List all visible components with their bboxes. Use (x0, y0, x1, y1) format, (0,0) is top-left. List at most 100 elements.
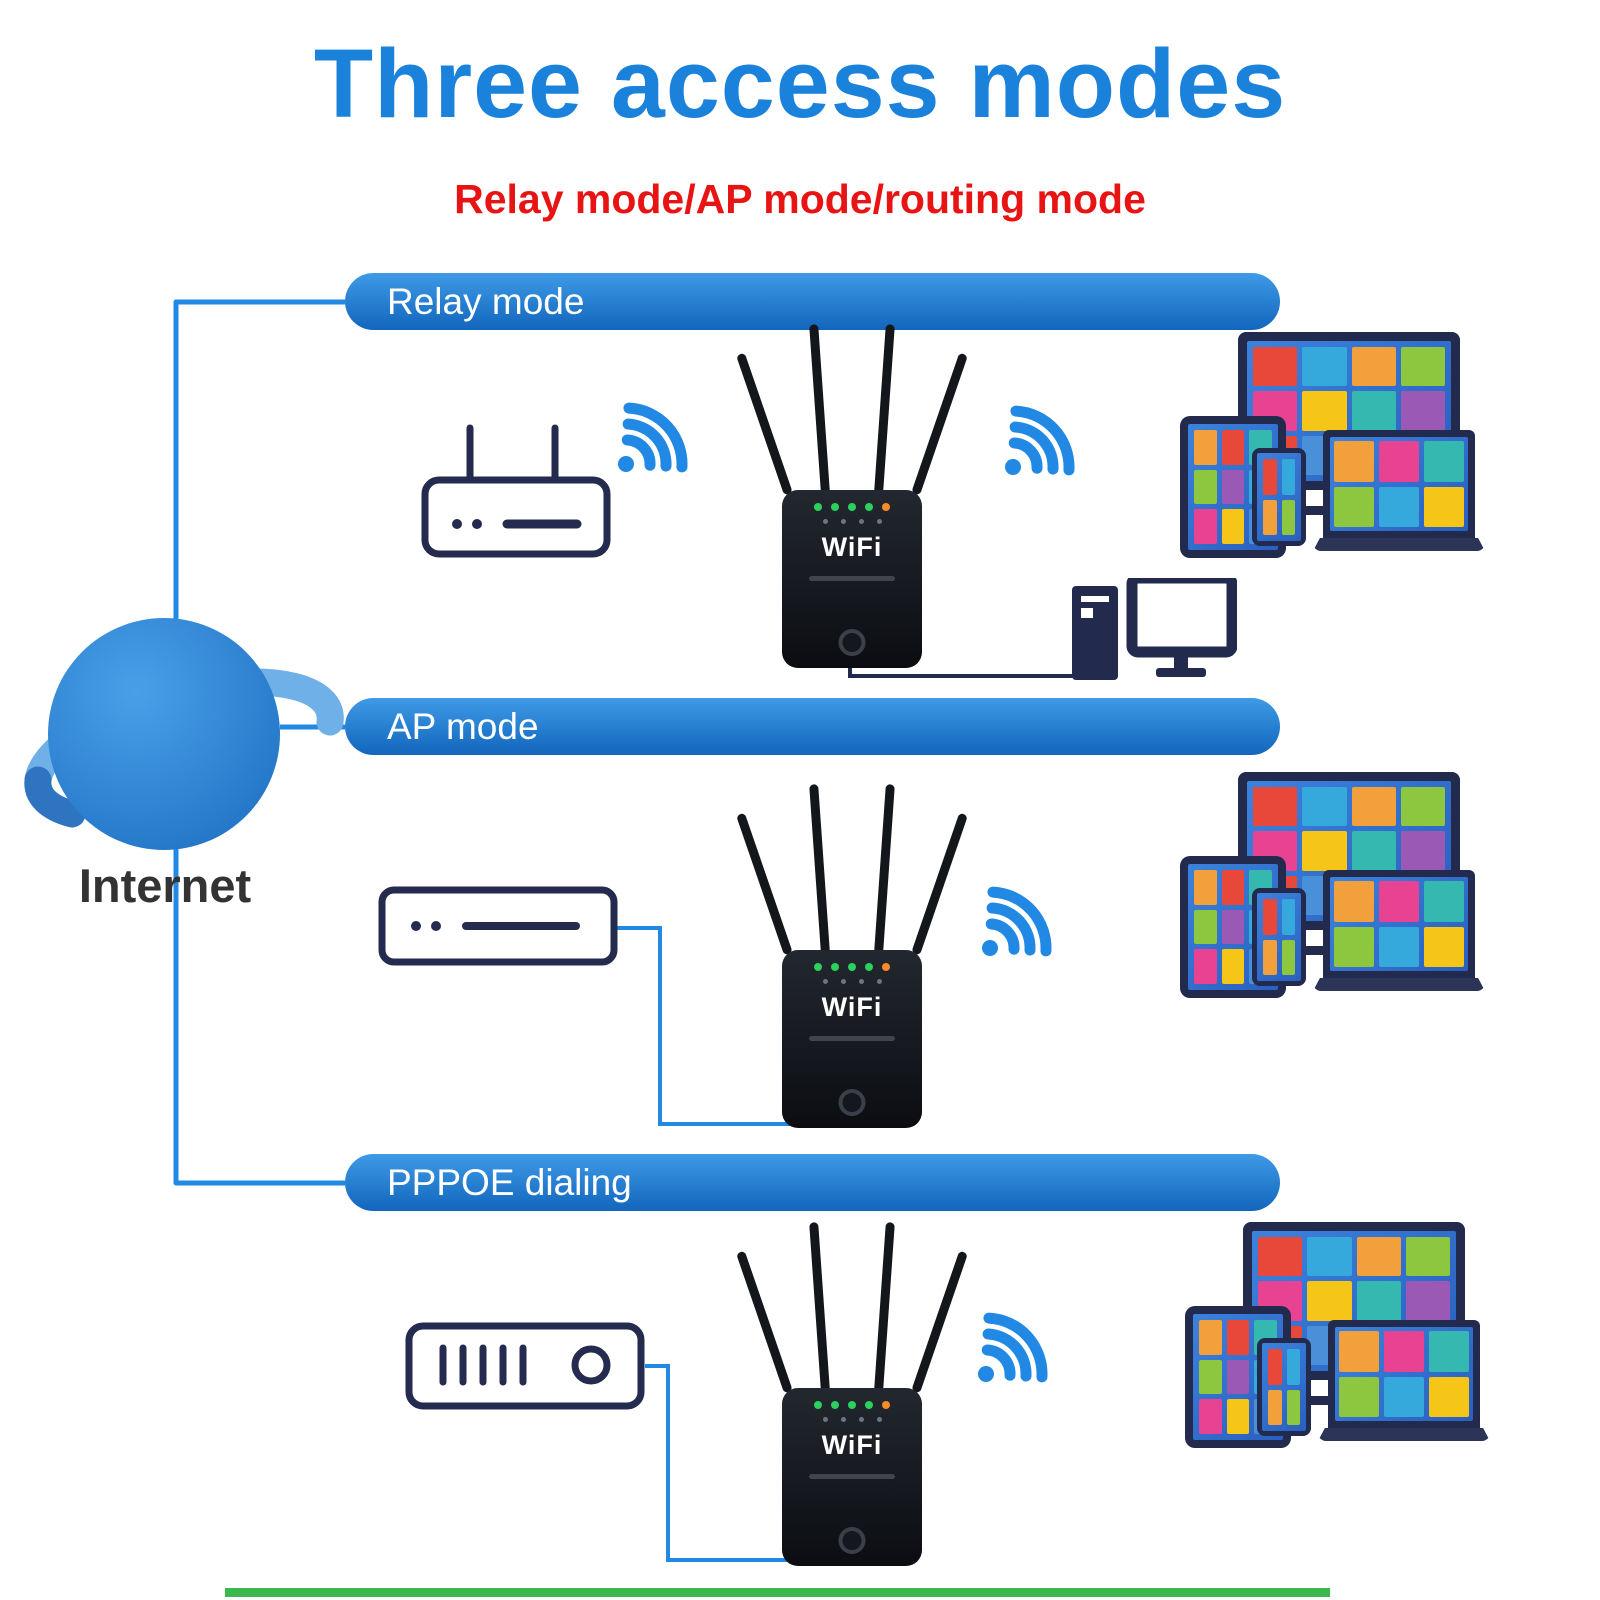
app-tile (1286, 1349, 1300, 1385)
app-tile (1356, 1281, 1401, 1321)
status-led (848, 1401, 856, 1409)
app-tile (1302, 787, 1347, 827)
repeater-antenna (809, 1222, 830, 1393)
repeater-body: WiFi (782, 490, 922, 668)
app-tile (1194, 509, 1217, 544)
status-led (848, 963, 856, 971)
app-tile (1400, 787, 1445, 827)
status-led (882, 503, 890, 511)
app-tile (1194, 430, 1217, 465)
repeater-body: WiFi (782, 950, 922, 1128)
status-led (865, 1401, 873, 1409)
app-tile (1379, 441, 1419, 482)
wifi-signal-icon (978, 1312, 1048, 1383)
laptop-icon (1313, 870, 1485, 991)
wifi-repeater-device: WiFi (736, 324, 968, 670)
status-led (814, 1401, 822, 1409)
app-tile (1400, 831, 1445, 871)
app-tile (1221, 509, 1245, 544)
app-tile (1339, 1376, 1379, 1417)
wifi-repeater-device: WiFi (736, 784, 968, 1130)
app-tile (1281, 499, 1295, 535)
app-tile (1199, 1359, 1222, 1395)
app-tile (1258, 1237, 1303, 1277)
app-tile (1302, 831, 1347, 871)
app-tile (1400, 391, 1445, 431)
status-led (814, 503, 822, 511)
phone-icon (1252, 888, 1306, 986)
app-tile (1263, 899, 1277, 935)
repeater-body: WiFi (782, 1388, 922, 1566)
repeater-antenna (736, 352, 793, 496)
app-tile (1302, 391, 1347, 431)
repeater-antenna (911, 812, 968, 956)
app-tile (1268, 1349, 1282, 1385)
app-tile (1281, 459, 1295, 495)
status-led (831, 503, 839, 511)
app-tile (1334, 486, 1374, 527)
app-tile (1286, 1389, 1300, 1425)
app-tile (1226, 1320, 1250, 1355)
wifi-signal-icon (618, 402, 688, 473)
app-tile (1263, 939, 1277, 975)
repeater-antenna (911, 352, 968, 496)
repeater-antenna (874, 784, 895, 955)
app-tile (1424, 881, 1464, 922)
wired-modem-icon (378, 886, 618, 966)
section-header-pppoe-dialing: PPPOE dialing (345, 1154, 1280, 1211)
status-led (882, 1401, 890, 1409)
app-tile (1199, 1320, 1222, 1355)
repeater-antenna (809, 784, 830, 955)
app-tile (1356, 1237, 1401, 1277)
app-tile (1334, 881, 1374, 922)
app-tile (1334, 926, 1374, 967)
status-led (831, 1401, 839, 1409)
page-title: Three access modes (313, 29, 1287, 138)
repeater-caption-bar (809, 1036, 895, 1041)
repeater-antenna (874, 324, 895, 495)
repeater-antenna (736, 812, 793, 956)
app-tile (1339, 1331, 1379, 1372)
app-tile (1226, 1359, 1250, 1395)
app-tile (1263, 499, 1277, 535)
app-tile (1302, 347, 1347, 387)
section-header-ap-mode: AP mode (345, 698, 1280, 755)
repeater-wps-button (838, 1527, 866, 1554)
repeater-glyph-row (782, 1417, 922, 1422)
app-tile (1379, 926, 1419, 967)
ribbon-tail (24, 766, 86, 828)
repeater-led-row (782, 1401, 922, 1409)
desktop-pc-icon (1072, 578, 1237, 680)
bottom-green-strip (225, 1588, 1330, 1597)
app-tile (1400, 347, 1445, 387)
status-led (814, 963, 822, 971)
app-tile (1405, 1237, 1450, 1277)
app-tile (1424, 441, 1464, 482)
status-led (882, 963, 890, 971)
connector-relay-line (173, 299, 345, 622)
repeater-antenna (809, 324, 830, 495)
app-tile (1199, 1399, 1222, 1434)
app-tile (1221, 469, 1245, 505)
device-cluster (1185, 1222, 1490, 1472)
wireless-router-icon (421, 424, 611, 558)
app-tile (1351, 831, 1396, 871)
repeater-wps-button (838, 629, 866, 656)
repeater-antenna (874, 1222, 895, 1393)
app-tile (1281, 939, 1295, 975)
repeater-glyph-row (782, 519, 922, 524)
app-tile (1379, 486, 1419, 527)
status-led (848, 503, 856, 511)
app-tile (1253, 787, 1298, 827)
app-tile (1268, 1389, 1282, 1425)
app-tile (1351, 347, 1396, 387)
app-tile (1194, 870, 1217, 905)
app-tile (1281, 899, 1295, 935)
wifi-repeater-device: WiFi (736, 1222, 968, 1568)
ont-modem-icon (405, 1322, 645, 1410)
app-tile (1263, 459, 1277, 495)
app-tile (1221, 430, 1245, 465)
app-tile (1424, 486, 1464, 527)
app-tile (1351, 787, 1396, 827)
